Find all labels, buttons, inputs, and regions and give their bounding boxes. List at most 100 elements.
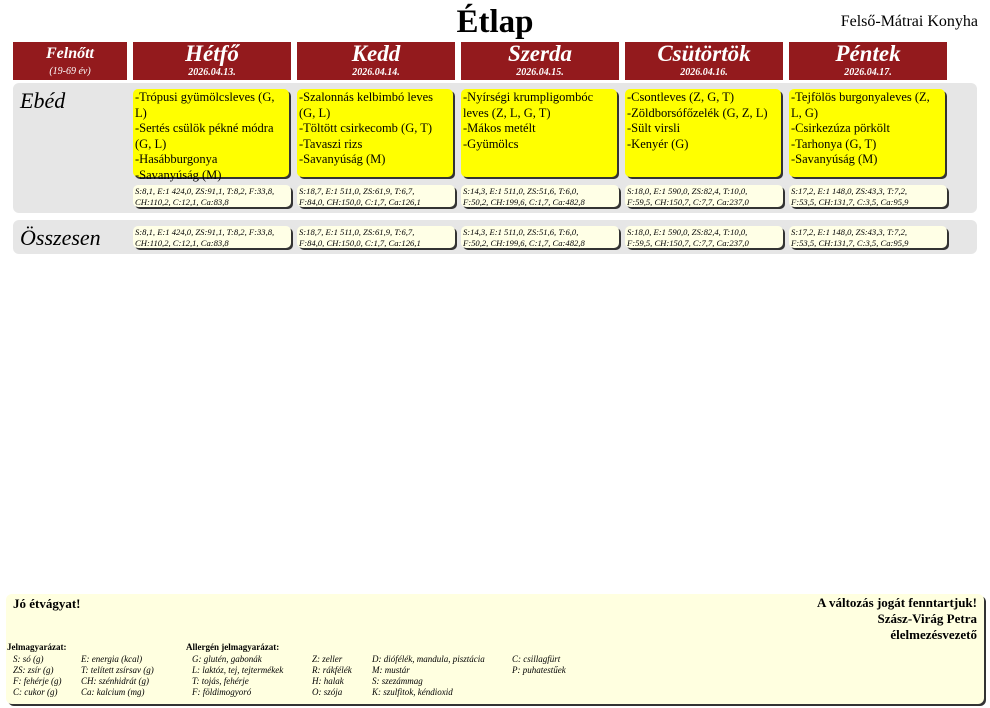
menu-item: -Töltött csirkecomb (G, T) — [299, 121, 433, 135]
legend-entry: E: energia (kcal) — [81, 654, 143, 664]
nutrition-line: F:59,5, CH:150,7, C:7,7, Ca:237,0 — [627, 237, 749, 248]
day-header: Péntek 2026.04.17. — [789, 42, 947, 80]
menu-item: -Tarhonya (G, T) — [791, 136, 877, 151]
nutrition-line: CH:110,2, C:12,1, Ca:83,8 — [135, 237, 229, 248]
nutrition-line: CH:110,2, C:12,1, Ca:83,8 — [135, 196, 229, 207]
allergen-title: Allergén jelmagyarázat: — [186, 642, 280, 652]
legend-entry: T: telített zsírsav (g) — [81, 665, 154, 675]
nutrition-line: F:50,2, CH:199,6, C:1,7, Ca:482,8 — [463, 237, 585, 248]
nutrition-line: S:18,7, E:1 511,0, ZS:61,9, T:6,7, — [299, 186, 415, 196]
nutrition-line: F:59,5, CH:150,7, C:7,7, Ca:237,0 — [627, 196, 749, 207]
day-name: Szerda — [508, 41, 572, 66]
legend-column: E: energia (kcal)T: telített zsírsav (g)… — [81, 654, 154, 698]
menu-item: -Sült virsli — [627, 121, 681, 135]
nutrition-line: S:17,2, E:1 148,0, ZS:43,3, T:7,2, — [791, 186, 908, 196]
nutrition-line: F:53,5, CH:131,7, C:3,5, Ca:95,9 — [791, 196, 909, 207]
day-header: Csütörtök 2026.04.16. — [625, 42, 783, 80]
legend-column: S: só (g)ZS: zsír (g)F: fehérje (g)C: cu… — [13, 654, 61, 698]
group-age: (19-69 év) — [49, 66, 91, 77]
nutrition-line: S:14,3, E:1 511,0, ZS:51,6, T:6,0, — [463, 186, 579, 196]
day-date: 2026.04.13. — [188, 67, 236, 78]
menu-item: -Sertés csülök pékné módra (G, L) — [135, 121, 274, 151]
signer-role: élelmezésvezető — [890, 627, 977, 642]
menu-item: -Mákos metélt — [463, 121, 536, 135]
lunch-menu: -Csontleves (Z, G, T)-Zöldborsófőzelék (… — [625, 89, 781, 177]
legend-entry: D: diófélék, mandula, pisztácia — [372, 654, 485, 664]
lunch-menu: -Szalonnás kelbimbó leves (G, L)-Töltött… — [297, 89, 453, 177]
legend-entry: T: tojás, fehérje — [192, 676, 249, 686]
footer: Jó étvágyat! A változás jogát fenntartju… — [6, 594, 984, 704]
nutrition-line: S:18,0, E:1 590,0, ZS:82,4, T:10,0, — [627, 186, 748, 196]
nutrition-line: S:14,3, E:1 511,0, ZS:51,6, T:6,0, — [463, 227, 579, 237]
menu-item: -Savanyúság (M) — [791, 152, 878, 166]
menu-item: -Gyümölcs — [463, 136, 519, 151]
day-date: 2026.04.17. — [844, 67, 892, 78]
menu-item: -Csontleves (Z, G, T) — [627, 90, 735, 104]
lunch-nutrition: S:14,3, E:1 511,0, ZS:51,6, T:6,0,F:50,2… — [461, 185, 619, 207]
lunch-label: Ebéd — [20, 88, 66, 113]
legend-entry: ZS: zsír (g) — [13, 665, 54, 675]
menu-item: -Trópusi gyümölcsleves (G, L) — [135, 90, 275, 120]
day-date: 2026.04.15. — [516, 67, 564, 78]
legend-entry: M: mustár — [372, 665, 410, 675]
total-nutrition: S:8,1, E:1 424,0, ZS:91,1, T:8,2, F:33,8… — [133, 226, 291, 248]
legend-entry: S: szezámmag — [372, 676, 423, 686]
legend-entry: Z: zeller — [312, 654, 343, 664]
nutrition-line: S:8,1, E:1 424,0, ZS:91,1, T:8,2, F:33,8… — [135, 186, 275, 196]
legend-entry: P: puhatestűek — [512, 665, 566, 675]
lunch-menu: -Nyírségi krumpligombóc leves (Z, L, G, … — [461, 89, 617, 177]
menu-item: -Savanyúság (M) — [299, 152, 386, 166]
legend-title: Jelmagyarázat: — [7, 642, 67, 652]
page-title: Étlap — [456, 4, 534, 40]
day-header: Kedd 2026.04.14. — [297, 42, 455, 80]
total-nutrition: S:18,7, E:1 511,0, ZS:61,9, T:6,7,F:84,0… — [297, 226, 455, 248]
nutrition-line: S:18,0, E:1 590,0, ZS:82,4, T:10,0, — [627, 227, 748, 237]
total-nutrition: S:14,3, E:1 511,0, ZS:51,6, T:6,0,F:50,2… — [461, 226, 619, 248]
day-name: Kedd — [351, 41, 401, 66]
lunch-menu: -Tejfölös burgonyaleves (Z, L, G)-Csirke… — [789, 89, 945, 177]
footer-notice-block: A változás jogát fenntartjuk! Szász-Virá… — [817, 595, 977, 643]
lunch-nutrition: S:8,1, E:1 424,0, ZS:91,1, T:8,2, F:33,8… — [133, 185, 291, 207]
menu-item: -Zöldborsófőzelék (G, Z, L) — [627, 105, 768, 120]
legend-entry: L: laktóz, tej, tejtermékek — [192, 665, 284, 675]
total-nutrition: S:18,0, E:1 590,0, ZS:82,4, T:10,0,F:59,… — [625, 226, 783, 248]
day-header: Hétfő 2026.04.13. — [133, 42, 291, 80]
legend-entry: C: cukor (g) — [13, 687, 58, 697]
total-nutrition: S:17,2, E:1 148,0, ZS:43,3, T:7,2,F:53,5… — [789, 226, 947, 248]
total-label: Összesen — [20, 225, 101, 250]
signer-name: Szász-Virág Petra — [877, 611, 977, 626]
legend-entry: CH: szénhidrát (g) — [81, 676, 149, 686]
legend-entry: K: szulfitok, kéndioxid — [372, 687, 453, 697]
nutrition-line: S:18,7, E:1 511,0, ZS:61,9, T:6,7, — [299, 227, 415, 237]
greeting: Jó étvágyat! — [13, 596, 81, 611]
lunch-menu: -Trópusi gyümölcsleves (G, L)-Sertés csü… — [133, 89, 289, 182]
menu-item: -Nyírségi krumpligombóc leves (Z, L, G, … — [463, 90, 594, 120]
legend-entry: O: szója — [312, 687, 343, 697]
menu-item: -Csirkezúza pörkölt — [791, 121, 890, 135]
nutrition-line: F:84,0, CH:150,0, C:1,7, Ca:126,1 — [299, 196, 421, 207]
legend-entry: S: só (g) — [13, 654, 44, 664]
nutrition-line: S:17,2, E:1 148,0, ZS:43,3, T:7,2, — [791, 227, 908, 237]
lunch-nutrition: S:18,0, E:1 590,0, ZS:82,4, T:10,0,F:59,… — [625, 185, 783, 207]
group-header: Felnőtt (19-69 év) — [13, 42, 127, 80]
legend-entry: G: glutén, gabonák — [192, 654, 262, 664]
menu-item: -Tavaszi rizs — [299, 136, 363, 151]
nutrition-line: F:84,0, CH:150,0, C:1,7, Ca:126,1 — [299, 237, 421, 248]
day-date: 2026.04.14. — [352, 67, 400, 78]
legend-entry: F: földimogyoró — [192, 687, 252, 697]
nutrition-line: F:53,5, CH:131,7, C:3,5, Ca:95,9 — [791, 237, 909, 248]
day-header: Szerda 2026.04.15. — [461, 42, 619, 80]
legend-entry: H: halak — [312, 676, 344, 686]
lunch-nutrition: S:18,7, E:1 511,0, ZS:61,9, T:6,7,F:84,0… — [297, 185, 455, 207]
menu-item: -Hasábburgonya — [135, 152, 218, 166]
day-date: 2026.04.16. — [680, 67, 728, 78]
nutrition-line: F:50,2, CH:199,6, C:1,7, Ca:482,8 — [463, 196, 585, 207]
lunch-nutrition: S:17,2, E:1 148,0, ZS:43,3, T:7,2,F:53,5… — [789, 185, 947, 207]
menu-item: -Szalonnás kelbimbó leves (G, L) — [299, 90, 433, 120]
menu-item: -Kenyér (G) — [627, 136, 689, 151]
legend-entry: Ca: kalcium (mg) — [81, 687, 145, 697]
menu-item: -Tejfölös burgonyaleves (Z, L, G) — [791, 90, 930, 120]
